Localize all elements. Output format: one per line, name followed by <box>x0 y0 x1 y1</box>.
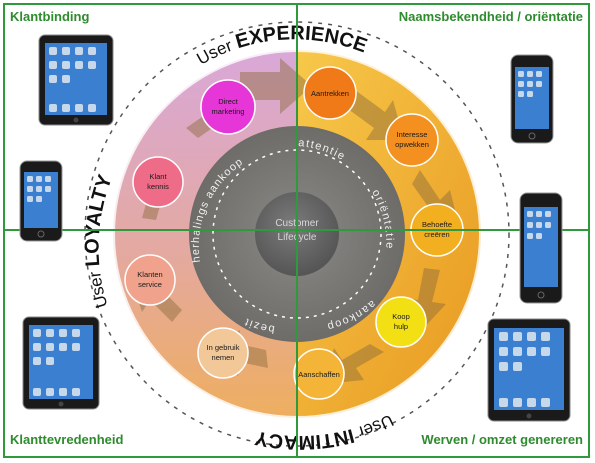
quadrant-label-brand-awareness: Naamsbekendheid / oriëntatie <box>398 9 583 24</box>
step-generate-interest: Interesse opwekken <box>385 113 439 167</box>
quadrant-label-acquisition-revenue: Werven / omzet genereren <box>421 432 583 447</box>
step-direct-marketing: Direct marketing <box>200 79 256 135</box>
step-attract: Aantrekken <box>303 66 357 120</box>
svg-text:Behoefte: Behoefte <box>422 220 452 229</box>
svg-text:hulp: hulp <box>394 322 408 331</box>
svg-text:kennis: kennis <box>147 182 169 191</box>
step-customer-service: Klanten service <box>124 254 176 306</box>
svg-text:creëren: creëren <box>424 230 449 239</box>
step-purchase-help: Koop hulp <box>375 296 427 348</box>
svg-text:Interesse: Interesse <box>397 130 428 139</box>
phone-icon <box>519 192 563 304</box>
tablet-icon <box>487 318 571 422</box>
tablet-icon <box>38 34 114 126</box>
quadrant-label-customer-satisfaction: Klanttevredenheid <box>10 432 124 447</box>
svg-text:Direct: Direct <box>218 97 239 106</box>
inner-dashed-circle <box>212 149 382 319</box>
step-acquire: Aanschaffen <box>293 348 345 400</box>
tablet-icon <box>22 316 100 410</box>
svg-text:service: service <box>138 280 162 289</box>
svg-text:opwekken: opwekken <box>395 140 429 149</box>
svg-text:In gebruik: In gebruik <box>207 343 240 352</box>
step-start-using: In gebruik nemen <box>197 327 249 379</box>
phone-icon <box>510 54 554 144</box>
svg-text:Aantrekken: Aantrekken <box>311 89 349 98</box>
svg-text:Koop: Koop <box>392 312 410 321</box>
phone-icon <box>19 160 63 242</box>
svg-text:nemen: nemen <box>212 353 235 362</box>
vertical-divider <box>296 3 298 458</box>
svg-text:Klant: Klant <box>149 172 167 181</box>
quadrant-label-customer-retention: Klantbinding <box>10 9 90 24</box>
svg-text:Klanten: Klanten <box>137 270 162 279</box>
svg-text:marketing: marketing <box>212 107 245 116</box>
svg-text:Aanschaffen: Aanschaffen <box>298 370 340 379</box>
step-customer-knowledge: Klant kennis <box>132 156 184 208</box>
